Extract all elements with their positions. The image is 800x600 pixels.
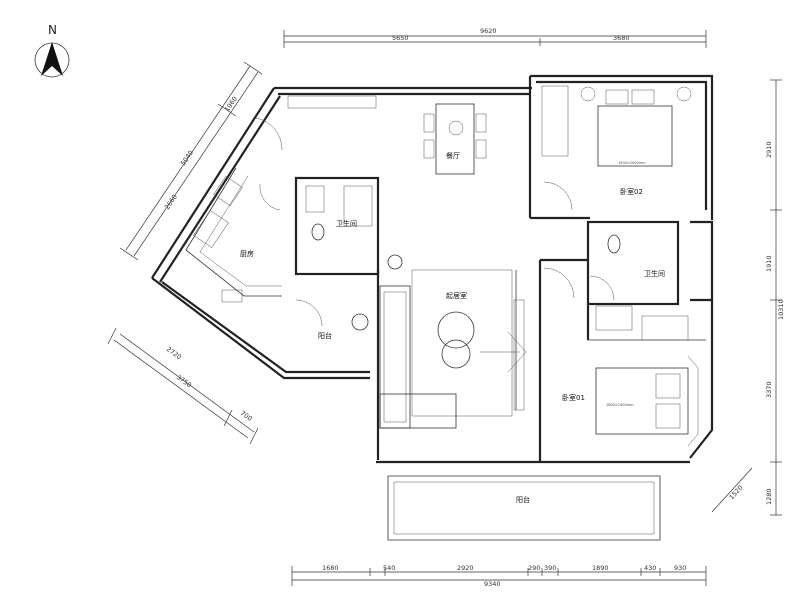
right-bath-vanity bbox=[595, 305, 633, 331]
dim-bottom-3: 2920 bbox=[457, 564, 474, 572]
bed01-size: 1800×2000mm bbox=[606, 403, 634, 407]
dim-right-total: 10310 bbox=[777, 299, 785, 320]
left-bath-toilet bbox=[311, 223, 325, 241]
right-bath-cabinet bbox=[641, 315, 689, 341]
left-bottom-dimensions: 2720 3750 700 bbox=[107, 327, 259, 445]
interior-walls bbox=[294, 76, 714, 462]
kitchen-door-arc bbox=[255, 117, 283, 151]
column-marker bbox=[387, 254, 403, 270]
balcony-door-arc bbox=[295, 299, 323, 327]
right-dimensions: 2910 1910 10310 3370 1280 1520 bbox=[711, 79, 785, 516]
dim-bottom-2: 540 bbox=[383, 564, 395, 572]
dim-bottom-5: 390 bbox=[544, 564, 556, 572]
bed-02 bbox=[580, 86, 692, 167]
dim-left-top-c: 2660 bbox=[163, 193, 179, 211]
bedroom02-door-arc bbox=[543, 181, 573, 211]
top-dimensions: 9620 5650 3680 bbox=[283, 27, 707, 48]
coffee-table bbox=[411, 269, 513, 417]
dim-left-bottom-b: 3750 bbox=[175, 373, 193, 389]
dim-bottom-6: 1890 bbox=[592, 564, 609, 572]
dim-right-4: 1280 bbox=[765, 488, 773, 505]
dining-table bbox=[423, 103, 487, 175]
room-label-bath-left: 卫生间 bbox=[336, 219, 357, 228]
dim-right-diag: 1520 bbox=[728, 484, 745, 502]
washing-machine bbox=[351, 313, 369, 331]
dim-bottom-8: 930 bbox=[674, 564, 686, 572]
sofa bbox=[379, 285, 457, 429]
dim-right-3: 3370 bbox=[765, 381, 773, 398]
bed02-size: 1500×2000mm bbox=[618, 161, 646, 165]
dim-right-2: 1910 bbox=[765, 255, 773, 272]
dim-left-bottom-c: 700 bbox=[239, 409, 254, 423]
room-label-balcony-big: 阳台 bbox=[516, 495, 530, 504]
compass-label: N bbox=[48, 23, 57, 37]
right-bath-toilet bbox=[607, 234, 621, 254]
room-label-kitchen: 厨房 bbox=[240, 249, 254, 258]
dim-bottom-4: 290 bbox=[528, 564, 540, 572]
bottom-dimensions: 1680 540 2920 290 390 1890 430 930 9340 bbox=[291, 564, 707, 588]
dim-top-left: 5650 bbox=[392, 34, 409, 42]
dim-bottom-total: 9340 bbox=[484, 580, 501, 588]
north-arrow-icon: N bbox=[34, 23, 70, 78]
dining-cabinet bbox=[287, 95, 377, 109]
wardrobe-02 bbox=[541, 85, 569, 157]
room-label-balcony-small: 阳台 bbox=[318, 331, 332, 340]
tv-cabinet bbox=[513, 299, 525, 411]
bedroom01-door-arc bbox=[543, 267, 575, 299]
room-label-living: 起居室 bbox=[446, 291, 467, 300]
kitchen-counter bbox=[185, 167, 282, 303]
room-label-bedroom02: 卧室02 bbox=[620, 187, 643, 196]
left-bath-shower bbox=[343, 185, 373, 227]
kitchen-door-arc-2 bbox=[259, 183, 281, 211]
right-bath-door-arc bbox=[589, 275, 615, 301]
dim-bottom-7: 430 bbox=[644, 564, 656, 572]
dim-left-bottom-a: 2720 bbox=[165, 345, 183, 361]
dim-bottom-1: 1680 bbox=[322, 564, 339, 572]
outer-walls bbox=[151, 74, 714, 541]
left-bath-vanity bbox=[305, 185, 325, 213]
room-label-dining: 餐厅 bbox=[446, 151, 460, 160]
bed-01 bbox=[595, 355, 699, 447]
room-label-bath-right: 卫生间 bbox=[644, 269, 665, 278]
room-label-bedroom01: 卧室01 bbox=[562, 393, 585, 402]
left-top-dimensions: 1960 5040 2660 bbox=[119, 61, 263, 261]
dim-top-total: 9620 bbox=[480, 27, 497, 35]
dim-right-1: 2910 bbox=[765, 141, 773, 158]
dim-top-right: 3680 bbox=[613, 34, 630, 42]
